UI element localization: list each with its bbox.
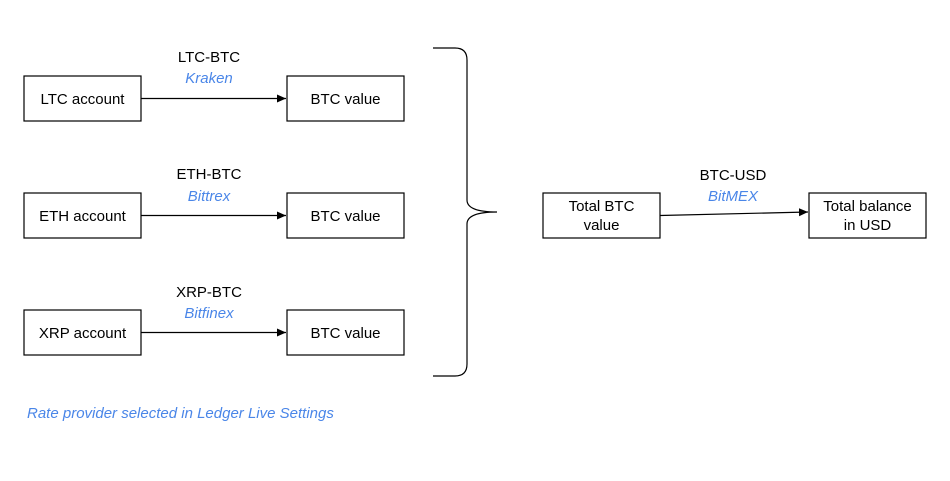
grouping-brace [433,47,498,377]
total-btc-label-line1: Total BTC [569,198,635,215]
xrp-account-label: XRP account [39,325,127,342]
total-btc-label-line2: value [584,217,620,234]
eth-account-label: ETH account [39,208,127,225]
total-btc-box: Total BTC value [542,192,661,239]
eth-btc-value-label: BTC value [310,208,380,225]
kraken-provider-label: Kraken [185,70,233,87]
ltc-account-label: LTC account [41,91,126,108]
ltc-btc-value-label: BTC value [310,91,380,108]
xrp-account-box: XRP account [23,309,142,356]
btc-usd-arrow [659,208,809,217]
xrp-btc-value-label: BTC value [310,325,380,342]
xrp-btc-pair-label: XRP-BTC [176,284,242,301]
bitmex-provider-label: BitMEX [708,188,759,205]
eth-btc-value-box: BTC value [286,192,405,239]
total-usd-box: Total balance in USD [808,192,927,239]
rate-provider-note: Rate provider selected in Ledger Live Se… [27,405,334,422]
ltc-btc-value-box: BTC value [286,75,405,122]
ltc-account-box: LTC account [23,75,142,122]
xrp-btc-value-box: BTC value [286,309,405,356]
total-usd-label-line2: in USD [844,217,892,234]
bittrex-provider-label: Bittrex [188,188,231,205]
eth-account-box: ETH account [23,192,142,239]
total-usd-label-line1: Total balance [823,198,911,215]
eth-btc-pair-label: ETH-BTC [177,166,242,183]
bitfinex-provider-label: Bitfinex [184,305,234,322]
ltc-btc-pair-label: LTC-BTC [178,49,240,66]
btc-usd-pair-label: BTC-USD [700,167,767,184]
